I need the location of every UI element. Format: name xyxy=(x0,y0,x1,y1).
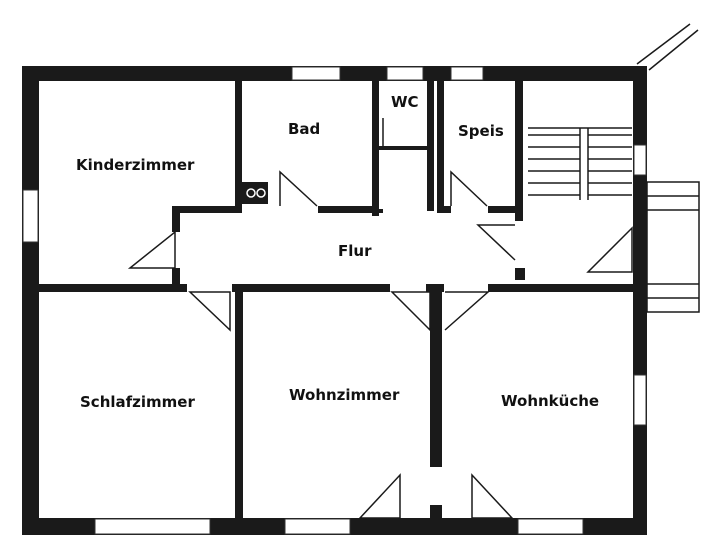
room-labels: Kinderzimmer Bad WC Speis Flur Schlafzim… xyxy=(76,93,599,411)
interior-walls xyxy=(39,81,634,518)
wall-speis-right xyxy=(515,81,523,221)
stairs xyxy=(528,127,632,200)
wall-flur-top-wc xyxy=(379,209,383,213)
wall-bad-right xyxy=(372,81,379,216)
wall-hall-left-upper xyxy=(172,206,180,232)
wall-lower-top-2 xyxy=(232,284,390,292)
wall-flur-top-speis-right xyxy=(488,206,523,213)
label-wohnzimmer: Wohnzimmer xyxy=(289,386,400,404)
window-wohnzimmer-bottom xyxy=(284,518,351,535)
window-bad-top xyxy=(291,66,341,81)
window-kinderzimmer-left xyxy=(22,189,39,243)
label-wc: WC xyxy=(391,93,419,111)
windows xyxy=(22,66,647,535)
wall-speis-left xyxy=(437,81,444,211)
label-bad: Bad xyxy=(288,120,320,138)
label-wohnkueche: Wohnküche xyxy=(501,392,599,410)
wall-bad-left xyxy=(235,81,242,206)
label-schlafzimmer: Schlafzimmer xyxy=(80,393,195,411)
label-kinderzimmer: Kinderzimmer xyxy=(76,156,195,174)
wall-schlaf-wohn xyxy=(235,292,243,518)
wall-hall-left-lower xyxy=(172,268,180,284)
wall-left xyxy=(22,66,39,535)
wall-flur-top-bad xyxy=(318,206,379,213)
wall-wohn-kueche xyxy=(430,292,442,467)
wall-stair-post xyxy=(515,268,525,280)
wall-right xyxy=(633,66,647,535)
wall-wohn-kueche-end xyxy=(430,505,442,518)
wall-lower-top-1 xyxy=(39,284,187,292)
wall-lower-top-3 xyxy=(426,284,444,292)
window-wohnkueche-right xyxy=(633,374,647,426)
wall-flur-top-speis xyxy=(437,206,451,213)
wall-lower-top-4 xyxy=(488,284,634,292)
entry-canopy xyxy=(636,23,699,71)
exterior-steps xyxy=(646,181,700,313)
wall-flur-top-left xyxy=(172,206,242,213)
window-wc-top xyxy=(386,66,424,81)
window-schlafzimmer-bottom xyxy=(94,518,211,535)
window-stairs-right xyxy=(633,144,647,176)
wall-wc-right xyxy=(427,81,434,211)
window-speis-top xyxy=(450,66,484,81)
label-speis: Speis xyxy=(458,122,504,140)
label-flur: Flur xyxy=(338,242,372,260)
window-wohnkueche-bottom xyxy=(517,518,584,535)
door-swings xyxy=(127,118,633,519)
outer-walls xyxy=(22,66,647,535)
bad-fixture-detail xyxy=(246,188,266,198)
